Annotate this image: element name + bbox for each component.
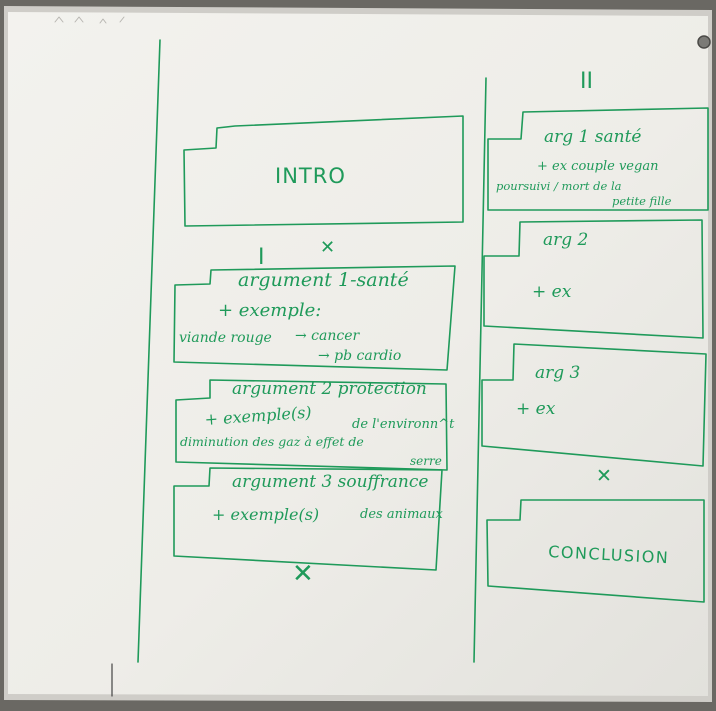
left-arg2-detail-b: serre xyxy=(410,454,442,468)
left-arg2-title: argument 2 protection xyxy=(232,379,427,399)
right-arg3-title: arg 3 xyxy=(535,363,580,383)
board-surface xyxy=(8,12,708,696)
left-arg3-example: + exemple(s) xyxy=(212,505,319,524)
right-arg1-example: + ex couple vegan xyxy=(537,159,658,174)
left-arg1-title: argument 1-santé xyxy=(238,269,409,291)
right-arg1-detail-b: petite fille xyxy=(612,194,672,208)
left-arg3-animals: des animaux xyxy=(360,507,444,522)
right-arg1-detail: poursuivi / mort de la xyxy=(496,179,622,193)
right-arg3-box xyxy=(481,343,707,467)
left-margin-line xyxy=(137,39,161,663)
conclusion-box xyxy=(486,499,705,603)
left-arg3-box xyxy=(173,467,443,571)
column-divider-line xyxy=(473,77,487,663)
left-arg2-box xyxy=(175,379,448,471)
intro-box xyxy=(183,115,464,227)
right-cross-icon: ✕ xyxy=(596,465,612,487)
right-arg2-box xyxy=(483,219,704,339)
right-arg2-example: + ex xyxy=(532,282,572,302)
left-arg1-example: + exemple: xyxy=(218,300,321,321)
left-arg1-detail-b: → cancer xyxy=(295,328,361,344)
left-arg3-title: argument 3 souffrance xyxy=(232,472,428,492)
left-arg2-env: de l'environn^t xyxy=(352,417,455,432)
right-arg2-title: arg 2 xyxy=(543,230,588,250)
right-arg1-title: arg 1 santé xyxy=(544,127,641,147)
left-arg1-box xyxy=(173,265,456,371)
left-arg1-detail-c: → pb cardio xyxy=(318,348,401,364)
part-one-cross-icon: ✕ xyxy=(320,237,335,258)
left-arg2-detail: diminution des gaz à effet de xyxy=(180,434,364,449)
right-arg3-example: + ex xyxy=(516,399,556,419)
part-one-heading: I xyxy=(258,245,265,270)
board-clip-icon xyxy=(697,35,711,49)
right-arg1-box xyxy=(487,107,709,211)
left-arg1-detail: viande rouge xyxy=(179,330,272,346)
part-two-heading: II xyxy=(580,69,593,94)
left-bottom-cross-icon: ✕ xyxy=(292,559,314,589)
intro-label: INTRO xyxy=(275,164,346,188)
faint-top-marks xyxy=(54,16,125,24)
